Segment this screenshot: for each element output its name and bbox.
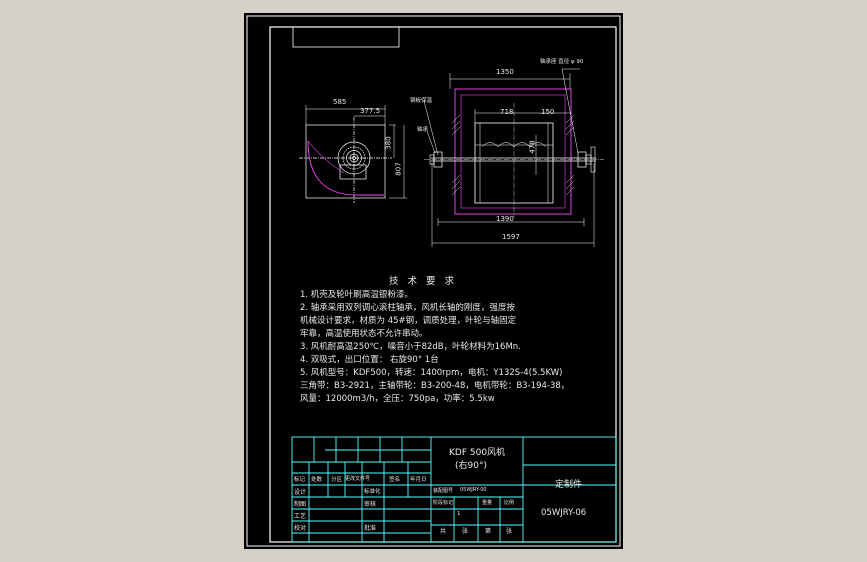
footer-cell: 张 (506, 528, 513, 535)
drawing-number: 05WJRY-06 (541, 508, 587, 518)
dim-1350: 1350 (496, 68, 514, 76)
stage-cell: 重量 (482, 500, 493, 506)
tech-line: 1. 机壳及轮叶刷高温银粉漆。 (300, 290, 413, 300)
tech-line: 5. 风机型号：KDF500，转速：1400rpm，电机：Y132S-4(5.5… (300, 368, 563, 378)
dim-380: 380 (384, 136, 393, 150)
row-label: 标准化 (364, 489, 381, 495)
title-block-lines (291, 436, 617, 543)
custom-part-label: 定制件 (555, 480, 583, 490)
product-variant: (右90°) (455, 461, 487, 471)
tech-line: 4. 双吸式，出口位置： 右旋90° 1台 (300, 355, 439, 365)
front-dims (423, 68, 595, 247)
dim-585: 585 (333, 98, 347, 106)
tech-line: 三角带：B3-2921，主轴带轮：B3-200-48，电机带轮：B3-194-3… (300, 381, 570, 391)
drawing-canvas (246, 15, 621, 547)
tech-requirements: 1. 机壳及轮叶刷高温银粉漆。 2. 轴承采用双列调心滚柱轴承，风机长轴的刚度，… (300, 289, 569, 406)
insulation-hatch (451, 114, 575, 196)
header-cell: 处数 (311, 477, 323, 483)
stage-cell: 阶段标记 (433, 500, 454, 506)
product-name: KDF 500风机 (449, 448, 506, 458)
side-view (299, 117, 392, 203)
dim-377: 377.5 (360, 107, 381, 115)
dim-718: 718 (500, 108, 514, 116)
scale-value: 1 (457, 511, 461, 517)
tech-title: 技 术 要 求 (389, 276, 458, 287)
outer-frame (246, 15, 621, 547)
tech-line: 牢靠，高温使用状态不允许串动。 (300, 329, 428, 339)
header-cell: 更改文件号 (345, 476, 371, 482)
stage-cell: 比例 (504, 500, 515, 506)
row-label: 设计 (294, 489, 307, 496)
footer-cell: 共 (440, 528, 447, 535)
dim-478: 478 (528, 140, 537, 154)
header-cell: 分区 (331, 477, 343, 483)
drawing-sheet: 1350 718 150 1390 1597 585 377.5 380 807… (244, 13, 623, 549)
header-cell: 年月日 (410, 477, 427, 483)
side-dims (305, 105, 407, 199)
label-bearing: 轴承 (417, 127, 429, 133)
assembly-code: 05WJRY-00 (460, 487, 487, 493)
label-bearing-seat: 轴承座 直径 φ 90 (540, 59, 584, 65)
dim-807: 807 (394, 162, 403, 176)
label-insulation: 钢板保温 (410, 98, 433, 104)
assembly-label: 装配图号 (433, 488, 454, 494)
front-view (424, 88, 604, 218)
row-label: 制图 (294, 501, 307, 508)
tech-line: 2. 轴承采用双列调心滚柱轴承，风机长轴的刚度，强度按 (300, 303, 515, 313)
row-label: 批准 (364, 525, 377, 532)
volute-outline (307, 140, 384, 196)
corner-box (292, 26, 400, 48)
row-label: 工艺 (294, 513, 307, 520)
row-label: 校对 (294, 525, 307, 532)
footer-cell: 张 (462, 528, 469, 535)
tech-line: 风量：12000m3/h，全压：750pa，功率：5.5kw (300, 394, 495, 404)
tech-line: 3. 风机耐高温250℃，噪音小于82dB，叶轮材料为16Mn. (300, 342, 521, 352)
dim-1597: 1597 (502, 233, 520, 241)
footer-cell: 第 (485, 528, 492, 535)
tech-line: 机械设计要求，材质为 45#钢，调质处理，叶轮与轴固定 (300, 316, 517, 326)
header-cell: 签名 (389, 477, 401, 483)
dim-150: 150 (541, 108, 555, 116)
dim-1390: 1390 (496, 215, 514, 223)
header-cell: 标记 (294, 477, 306, 483)
row-label: 审核 (364, 501, 377, 508)
